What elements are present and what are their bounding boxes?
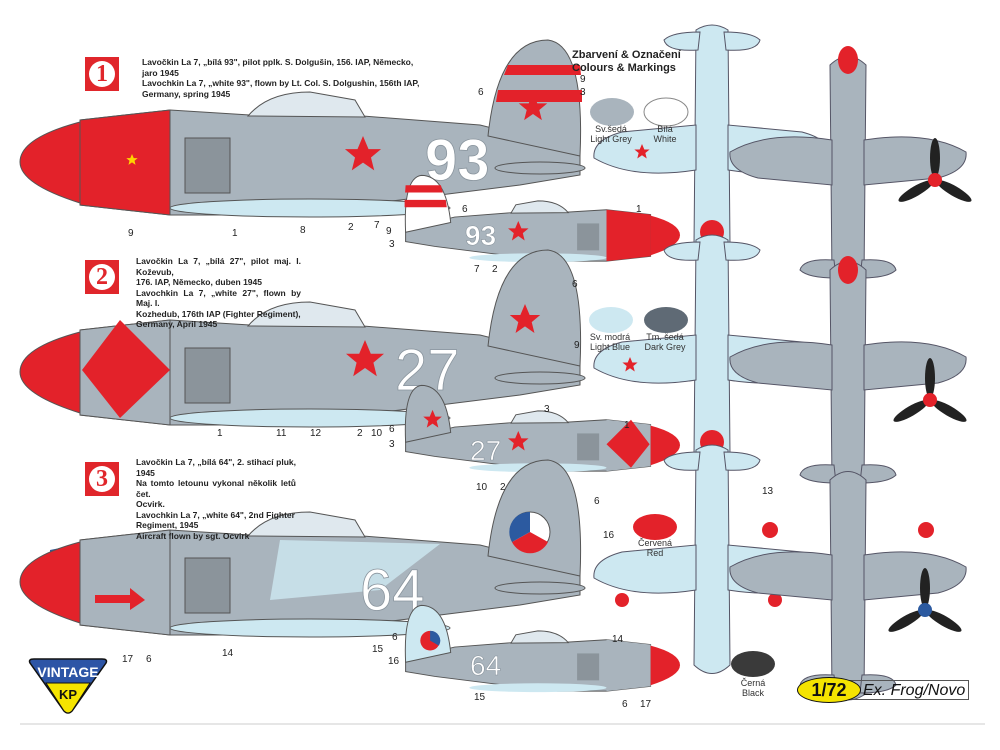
callout-number: 2 [500,482,506,493]
callout-number: 9 [580,74,586,85]
propeller-icon [896,138,974,206]
callout-number: 17 [640,699,652,710]
legend-title: Zbarvení & Označení Colours & Markings [572,49,681,74]
callout-number: 6 [594,496,600,507]
callouts-scheme-1: 6 9 3 9 1 8 2 7 6 9 3 7 2 1 [128,74,642,275]
red-arrow-marking [95,588,145,610]
fin-stripe [496,90,582,102]
callout-number: 14 [222,648,234,659]
swatch-dark-grey [644,307,688,333]
callout-number: 12 [310,428,322,439]
scheme-3-description: Lavočkin La 7, „bílá 64", 2. stihací plu… [136,457,296,541]
callout-number: 1 [217,428,223,439]
scheme-2-description: Lavočkin La 7, „bílá 27", pilot maj. I. … [136,256,301,329]
callout-number: 10 [371,428,383,439]
svg-text:VINTAGE: VINTAGE [37,664,98,680]
callout-number: 15 [474,692,486,703]
callout-number: 9 [128,228,134,239]
callout-number: 9 [386,226,392,237]
callout-number: 6 [389,424,395,435]
callout-number: 1 [232,228,238,239]
callout-number: 11 [276,428,287,439]
callout-number: 15 [372,644,384,655]
callout-number: 1 [636,204,642,215]
nose-diamond [82,320,170,418]
callout-number: 16 [603,530,615,541]
callout-number: 17 [122,654,134,665]
callout-number: 6 [146,654,152,665]
callout-number: 3 [544,404,550,415]
callout-number: 6 [572,279,578,290]
aircraft-code-small: 64 [470,650,501,681]
scheme-1-side-profile: 93 [19,39,586,218]
callout-number: 3 [580,87,586,98]
scheme-3-side-profile: 64 [19,459,586,638]
propeller-icon [891,358,969,426]
callout-number: 2 [357,428,363,439]
callout-number: 3 [389,439,395,450]
propeller-icon [886,568,964,636]
callouts-scheme-3: 6 16 17 6 14 15 6 16 15 6 17 14 13 [122,486,774,710]
swatch-red [633,514,677,540]
scheme-2-badge: 2 [85,260,119,294]
czech-roundel-icon [509,511,551,554]
callouts-scheme-2: 6 9 1 11 12 2 10 3 6 3 10 2 1 [217,279,630,493]
swatch-light-grey [590,98,634,126]
scheme-1-description: Lavočkin La 7, „bílá 93", pilot pplk. S.… [142,57,420,99]
scale-badge: Ex. Frog/Novo 1/72 [797,677,972,703]
swatch-black [731,651,775,677]
callout-number: 2 [492,264,498,275]
swatch-white [643,97,689,127]
callout-number: 6 [622,699,628,710]
callout-number: 13 [762,486,774,497]
aircraft-code-small: 27 [470,435,501,466]
callout-number: 2 [348,222,354,233]
scheme-1-badge: 1 [85,57,119,91]
callout-number: 1 [624,420,630,431]
callout-number: 7 [474,264,480,275]
callout-number: 7 [374,220,380,231]
callout-number: 8 [300,225,306,236]
scale-ratio: 1/72 [797,677,861,703]
callout-number: 14 [612,634,624,645]
aircraft-code-small: 93 [465,220,496,251]
scheme-3-badge: 3 [85,462,119,496]
vintage-kp-logo: VINTAGE KP [26,657,110,715]
callout-number: 6 [392,632,398,643]
scheme-3-side-profile-small [404,604,680,693]
swatch-light-blue [589,307,633,333]
scheme-1-top-view [729,56,967,286]
callout-number: 16 [388,656,400,667]
callout-number: 9 [574,340,580,351]
callout-number: 6 [478,87,484,98]
kit-origin-note: Ex. Frog/Novo [849,680,969,700]
callout-number: 10 [476,482,488,493]
svg-text:KP: KP [59,687,77,702]
callout-number: 6 [462,204,468,215]
callout-number: 3 [389,239,395,250]
